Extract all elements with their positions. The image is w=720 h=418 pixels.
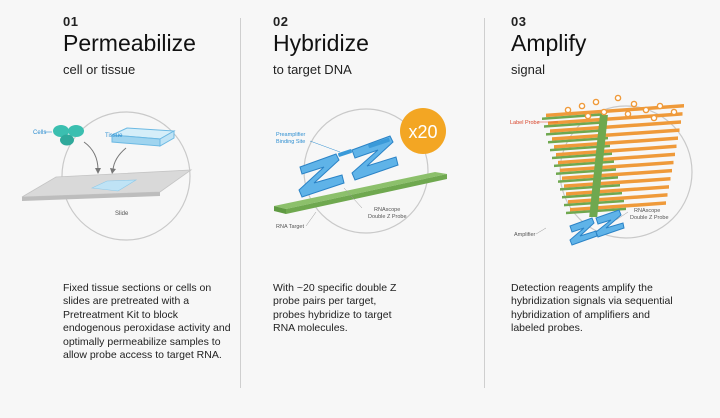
label-probe-dot xyxy=(600,108,608,116)
amplifier-band xyxy=(546,104,684,118)
label-slide: Slide xyxy=(115,211,129,217)
amplifier-stack xyxy=(542,104,684,217)
label-probe-dot xyxy=(584,112,592,120)
step-subtitle: cell or tissue xyxy=(63,62,136,77)
label-probe-dot xyxy=(564,106,572,114)
preamplifier-spine xyxy=(589,115,608,217)
amplifier-band xyxy=(560,160,674,173)
arrowhead-cells xyxy=(95,168,101,174)
label-probe-dot xyxy=(642,106,650,114)
step-description: Fixed tissue sections or cells on slides… xyxy=(63,282,231,362)
label-probe-dot xyxy=(614,94,622,102)
amplifier-strand xyxy=(544,121,604,128)
amplifier-band xyxy=(552,128,680,141)
z-right xyxy=(351,135,399,181)
slide-tissue xyxy=(90,179,138,192)
label-probe-2: Double Z Probe xyxy=(630,215,669,221)
arrow-cells xyxy=(83,141,99,171)
step-title: Permeabilize xyxy=(63,30,196,56)
step-title: Hybridize xyxy=(273,30,369,56)
step-permeabilize: 01 Permeabilize cell or tissue Cells Tis… xyxy=(0,0,240,418)
rna-target-top xyxy=(274,172,447,209)
hybridize-illustration: x20 Preamplifier Binding Site RNAscope D… xyxy=(274,108,447,234)
arrowhead-tissue xyxy=(110,168,116,174)
divider-1 xyxy=(240,18,241,388)
amplifier-band xyxy=(564,176,671,188)
badge-text: x20 xyxy=(408,122,437,142)
label-tissue: Tissue xyxy=(105,133,123,139)
label-probe-dot xyxy=(670,108,678,116)
amplifier-band xyxy=(562,168,672,181)
label-probe-dot xyxy=(650,114,658,122)
amplifier-band xyxy=(550,120,681,133)
amplify-illustration: Label Probe RNAscope Double Z Probe Ampl… xyxy=(510,94,693,246)
amplifier-strand xyxy=(558,176,618,183)
slide-edge xyxy=(22,192,160,201)
step-number: 03 xyxy=(511,14,527,29)
double-z-probe xyxy=(298,135,399,198)
amplifier-strand xyxy=(550,144,610,152)
magnify-circle xyxy=(61,111,191,241)
cell-2 xyxy=(68,125,84,137)
step-subtitle: signal xyxy=(511,62,545,77)
step-title: Amplify xyxy=(511,30,587,56)
step-description: With ~20 specific double Z probe pairs p… xyxy=(273,282,397,335)
step-subtitle: to target DNA xyxy=(273,62,352,77)
divider-2 xyxy=(484,18,485,388)
amplifier-strand xyxy=(548,136,608,144)
amplifier-band xyxy=(558,152,675,165)
preamp-binding-site xyxy=(337,137,390,157)
label-preamp-2: Binding Site xyxy=(276,139,305,145)
amplifier-strand xyxy=(546,128,606,136)
z-right xyxy=(595,209,625,238)
cell-1 xyxy=(53,125,69,137)
cell-3 xyxy=(60,134,74,146)
arrow-tissue xyxy=(112,147,127,171)
amplifier-band xyxy=(548,112,683,126)
label-probe-dots xyxy=(564,94,678,122)
label-probe-2: Double Z Probe xyxy=(368,214,407,220)
permeabilize-illustration: Cells Tissue Slide xyxy=(21,111,193,241)
step-number: 01 xyxy=(63,14,79,29)
label-probe-dot xyxy=(592,98,600,106)
amplifier-band xyxy=(556,144,677,157)
label-probe-1: RNAscope xyxy=(374,207,400,213)
x20-badge xyxy=(400,108,446,154)
rna-target-end xyxy=(274,206,286,214)
label-probe-1: RNAscope xyxy=(634,208,660,214)
step-description: Detection reagents amplify the hybridiza… xyxy=(511,282,673,335)
rna-target-front xyxy=(286,174,447,214)
label-preamp-1: Preamplifier xyxy=(276,132,306,138)
label-probe-dot xyxy=(630,100,638,108)
amplifier-strand xyxy=(560,183,620,191)
tissue-side xyxy=(159,130,175,147)
double-z-probe xyxy=(569,209,625,246)
step-number: 02 xyxy=(273,14,289,29)
amplifier-band xyxy=(554,136,678,149)
label-rna-target: RNA Target xyxy=(276,224,304,230)
step-hybridize: 02 Hybridize to target DNA x20 Preamplif… xyxy=(240,0,484,418)
z-left xyxy=(298,153,345,198)
label-label-probe: Label Probe xyxy=(510,120,540,126)
label-cells: Cells xyxy=(33,130,46,136)
label-probe-dot xyxy=(578,102,586,110)
step-amplify: 03 Amplify signal Label Probe RNAscope D… xyxy=(484,0,720,418)
label-probe-dot xyxy=(656,102,664,110)
label-amplifier: Amplifier xyxy=(514,232,536,238)
z-left xyxy=(569,217,598,246)
label-probe-dot xyxy=(624,110,632,118)
